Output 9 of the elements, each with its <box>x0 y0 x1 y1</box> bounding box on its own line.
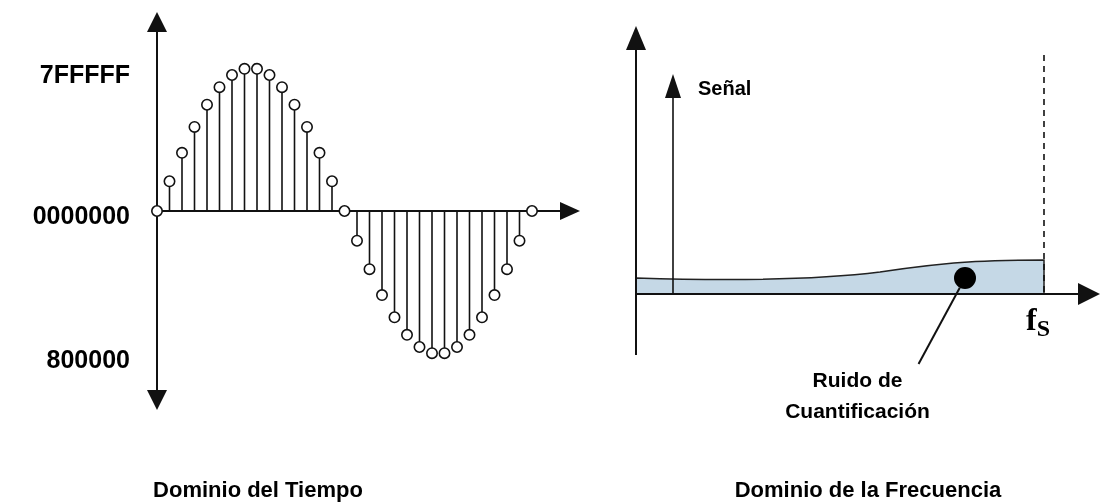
panel-caption: Dominio del Tiempo <box>152 476 364 502</box>
panel-caption: Dominio de la Frecuencia <box>733 476 1003 502</box>
signal-label: Señal <box>698 76 752 101</box>
leader-line <box>917 286 961 365</box>
axis-label: 800000 <box>46 344 130 375</box>
axis-label: 0000000 <box>32 200 130 231</box>
axis-label: 7FFFFF <box>39 59 130 90</box>
axis-label: f$_{S}$ <box>1026 303 1050 335</box>
noise-label: Ruido de Cuantificación <box>765 364 950 426</box>
